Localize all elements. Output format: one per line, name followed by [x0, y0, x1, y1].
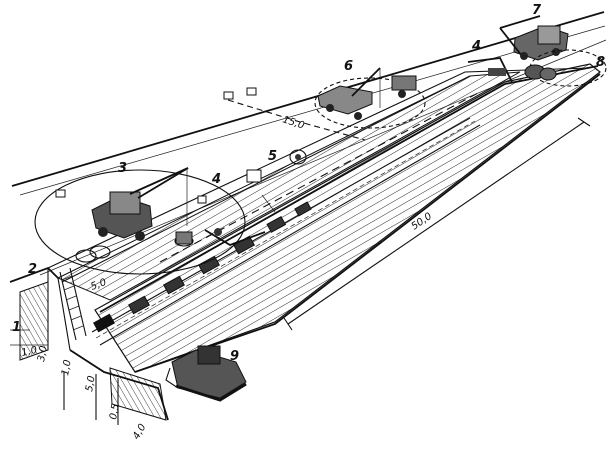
pipe-segment	[294, 201, 312, 217]
callout-4b: 4	[471, 39, 481, 54]
dim-line-15	[227, 99, 366, 141]
ladder-2	[59, 267, 87, 341]
area-8	[524, 49, 607, 87]
spoil-embankment-left	[56, 71, 521, 301]
callout-2: 2	[28, 262, 37, 277]
center-dashed-line	[159, 91, 481, 263]
dim-line-50	[283, 117, 591, 331]
bulldozer-9	[165, 345, 247, 402]
road-signs	[55, 87, 257, 204]
callout-9: 9	[230, 349, 239, 364]
callout-8: 8	[596, 55, 605, 70]
crane-6	[317, 67, 417, 120]
trench-excavation	[94, 63, 601, 373]
callout-5: 5	[268, 149, 277, 164]
dim-15: 15,0	[281, 114, 306, 131]
crane-3-work-zone	[34, 169, 246, 275]
dim-4: 4,0	[131, 422, 148, 441]
pipe-segment	[266, 215, 287, 233]
pipe-segment	[93, 313, 115, 333]
dim-5a: 5,0	[89, 277, 108, 293]
callout-3: 3	[118, 161, 127, 176]
callout-labels: 1 2 3 4 4 5 6 7 8 9	[12, 3, 605, 364]
callout-1: 1	[12, 320, 21, 335]
equipment-5	[246, 149, 307, 213]
crane-3	[91, 167, 189, 241]
dim-3: 3,0	[36, 345, 50, 363]
dim-05: 0,5	[108, 403, 122, 421]
road-edge-lines	[11, 11, 606, 196]
dim-1b: 1,0	[60, 359, 74, 377]
pipe-segment	[198, 255, 220, 275]
crane-6-area	[314, 77, 426, 129]
callout-4a: 4	[211, 172, 221, 187]
dim-5b: 5,0	[84, 375, 98, 393]
pipe-segment	[128, 295, 150, 315]
pipeline-in-trench	[93, 201, 312, 333]
equipment-4-second	[467, 57, 513, 83]
pipe-rings	[75, 231, 194, 263]
callout-6: 6	[344, 59, 353, 74]
pipe-segment	[163, 275, 185, 295]
dim-1a: 1,0	[20, 345, 38, 359]
callout-7: 7	[532, 3, 542, 18]
section-cut	[9, 266, 169, 425]
equipment-4-first	[204, 228, 266, 246]
